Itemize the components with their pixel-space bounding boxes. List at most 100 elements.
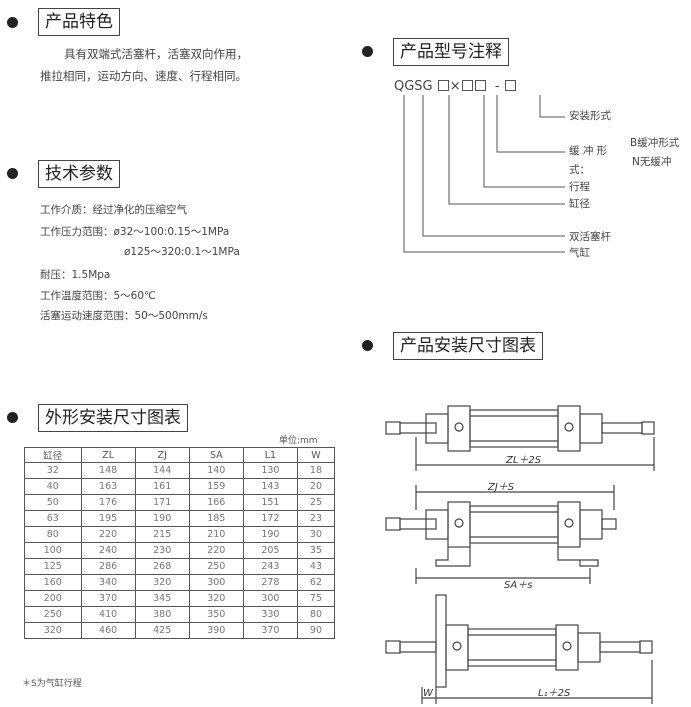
table-cell: 240 xyxy=(80,542,136,559)
table-cell: 159 xyxy=(188,478,244,495)
label-cylinder: 气缸 xyxy=(569,247,590,259)
tech-title: 技术参数 xyxy=(38,160,120,188)
table-cell: 390 xyxy=(188,622,244,639)
table-note: ＊S为气缸行程 xyxy=(22,679,82,689)
model-code: QGSG × - xyxy=(394,79,517,94)
dim-sa-label: SA＋s xyxy=(504,580,532,590)
table-cell: 32 xyxy=(24,462,82,479)
table-header: L1 xyxy=(242,447,298,463)
label-cushion: 缓 冲 形 xyxy=(569,145,608,157)
times-sign: × xyxy=(449,79,461,94)
table-cell: 80 xyxy=(24,526,82,543)
table-cell: 50 xyxy=(24,494,82,511)
table-cell: 345 xyxy=(134,590,190,607)
label-cushion-b: B缓冲形式 xyxy=(630,137,680,149)
table-cell: 35 xyxy=(296,542,336,559)
dim-l1-label: L₁＋2S xyxy=(538,688,571,699)
tech-speed: 活塞运动速度范围：50～500mm/s xyxy=(40,310,208,322)
table-cell: 410 xyxy=(80,606,136,623)
table-cell: 300 xyxy=(188,574,244,591)
table-cell: 151 xyxy=(242,494,298,511)
dim-zl-label: ZL＋2S xyxy=(505,455,542,466)
table-header: ZJ xyxy=(134,447,190,463)
table-cell: 171 xyxy=(134,494,190,511)
table-cell: 75 xyxy=(296,590,336,607)
bullet xyxy=(362,46,373,57)
table-cell: 340 xyxy=(80,574,136,591)
table-cell: 300 xyxy=(242,590,298,607)
outline-title: 外形安装尺寸图表 xyxy=(38,404,188,432)
table-cell: 250 xyxy=(188,558,244,575)
table-cell: 460 xyxy=(80,622,136,639)
dash-sign: - xyxy=(494,79,500,94)
table-cell: 144 xyxy=(134,462,190,479)
bullet xyxy=(7,412,18,423)
table-header: ZL xyxy=(80,447,136,463)
table-cell: 370 xyxy=(242,622,298,639)
table-cell: 125 xyxy=(24,558,82,575)
table-cell: 30 xyxy=(296,526,336,543)
label-bore: 缸径 xyxy=(569,198,590,210)
table-cell: 220 xyxy=(188,542,244,559)
table-cell: 195 xyxy=(80,510,136,527)
tech-temp: 工作温度范围：5～60℃ xyxy=(40,290,156,302)
features-line-1: 具有双端式活塞杆，活塞双向作用， xyxy=(64,47,248,61)
table-cell: 160 xyxy=(24,574,82,591)
table-cell: 43 xyxy=(296,558,336,575)
dim-w-label: W xyxy=(423,688,434,699)
model-leader-lines xyxy=(403,95,565,253)
table-cell: 190 xyxy=(134,510,190,527)
table-cell: 20 xyxy=(296,478,336,495)
table-cell: 176 xyxy=(80,494,136,511)
label-cushion-2: 式： xyxy=(569,164,590,176)
table-cell: 320 xyxy=(24,622,82,639)
table-cell: 62 xyxy=(296,574,336,591)
table-cell: 90 xyxy=(296,622,336,639)
table-cell: 350 xyxy=(188,606,244,623)
table-cell: 40 xyxy=(24,478,82,495)
label-stroke: 行程 xyxy=(569,181,590,193)
bullet xyxy=(7,17,18,28)
table-cell: 220 xyxy=(80,526,136,543)
table-cell: 100 xyxy=(24,542,82,559)
table-cell: 268 xyxy=(134,558,190,575)
table-cell: 210 xyxy=(188,526,244,543)
table-header: SA xyxy=(188,447,244,463)
blank-box xyxy=(437,80,449,91)
table-cell: 148 xyxy=(80,462,136,479)
tech-pressure-2: ø125～320:0.1～1MPa xyxy=(124,246,240,258)
features-line-2: 推拉相同，运动方向、速度、行程相同。 xyxy=(40,69,247,83)
label-mount: 安装形式 xyxy=(569,110,611,122)
cylinder-drawing-1: ZL＋2S xyxy=(385,405,655,471)
features-title: 产品特色 xyxy=(38,8,120,36)
install-title: 产品安装尺寸图表 xyxy=(393,332,543,360)
cylinder-drawing-2: ZJ＋S SA＋s xyxy=(385,482,617,590)
tech-medium: 工作介质：经过净化的压缩空气 xyxy=(40,204,187,216)
blank-box xyxy=(461,80,473,91)
table-cell: 163 xyxy=(80,478,136,495)
table-cell: 140 xyxy=(188,462,244,479)
label-rod: 双活塞杆 xyxy=(569,231,611,243)
table-cell: 250 xyxy=(24,606,82,623)
table-cell: 380 xyxy=(134,606,190,623)
table-cell: 63 xyxy=(24,510,82,527)
table-cell: 205 xyxy=(242,542,298,559)
table-cell: 130 xyxy=(242,462,298,479)
table-cell: 161 xyxy=(134,478,190,495)
table-cell: 200 xyxy=(24,590,82,607)
table-cell: 166 xyxy=(188,494,244,511)
dim-zj-label: ZJ＋S xyxy=(487,482,515,493)
bullet xyxy=(362,340,373,351)
cylinder-drawing-3: W L₁＋2S xyxy=(385,594,653,704)
unit-label: 单位:mm xyxy=(279,436,318,446)
